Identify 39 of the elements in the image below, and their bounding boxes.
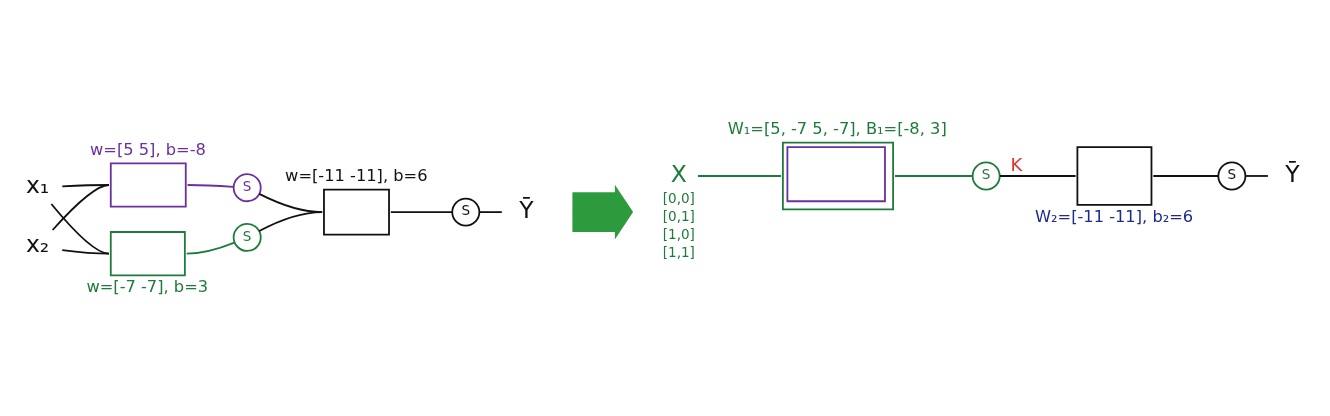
node-box <box>109 230 186 276</box>
node-label: W₂=[-11 -11], b₂=6 <box>1034 206 1194 226</box>
node-circle: S <box>1217 161 1247 190</box>
node-circle: S <box>232 172 262 202</box>
node-label: W₁=[5, -7 5, -7], B₁=[-8, 3] <box>727 118 947 138</box>
node-label: w=[-11 -11], b=6 <box>285 165 428 185</box>
node-text: X <box>670 159 687 188</box>
connector <box>186 183 235 188</box>
connector <box>51 183 110 231</box>
node-circle: S <box>971 161 1001 190</box>
node-arrow <box>572 184 634 239</box>
node-circle: S <box>451 197 481 227</box>
node-circle: S <box>232 222 262 252</box>
connector <box>389 210 453 213</box>
node-box <box>109 161 187 208</box>
node-box <box>323 188 390 236</box>
connector <box>894 174 974 177</box>
node-text: x₂ <box>25 229 50 258</box>
connector <box>1244 174 1269 177</box>
connector <box>50 202 110 255</box>
connector <box>61 248 110 255</box>
node-text: Ȳ <box>1285 159 1300 188</box>
node-box <box>1076 145 1153 206</box>
connector <box>999 174 1077 177</box>
connector <box>478 210 503 213</box>
node-label: [0,1] <box>662 207 695 224</box>
connector <box>258 210 324 232</box>
node-text: x₁ <box>25 170 50 199</box>
node-label: [0,0] <box>662 189 695 206</box>
node-label: [1,0] <box>662 225 695 242</box>
connector <box>185 241 236 255</box>
edge-label: K <box>1010 153 1023 175</box>
node-box <box>782 141 894 210</box>
node-text: Ȳ <box>519 195 534 224</box>
node-label: w=[5 5], b=-8 <box>90 139 206 159</box>
connector <box>697 174 782 177</box>
node-label: w=[-7 -7], b=3 <box>86 276 209 296</box>
node-label: [1,1] <box>662 243 695 260</box>
connector <box>1152 174 1220 177</box>
